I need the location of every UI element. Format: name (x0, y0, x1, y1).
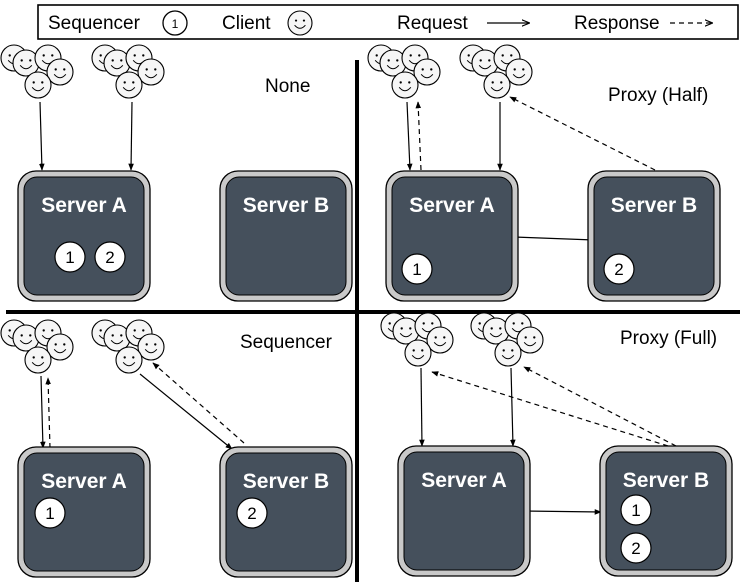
request-arrow (139, 373, 233, 450)
server-label: Server B (243, 194, 329, 217)
legend-response-label: Response (574, 13, 660, 34)
sequencer-token: 1 (620, 494, 652, 526)
smiley-face-icon (392, 317, 420, 345)
legend-client-icon (287, 10, 313, 36)
smiley-face-icon (24, 71, 52, 99)
request-arrow (510, 367, 516, 447)
forward-arrow (522, 509, 602, 515)
smiley-face-icon (103, 324, 131, 352)
smiley-face-icon (287, 10, 313, 36)
legend-sequencer-symbol: 1 (172, 17, 179, 31)
sequencer-token-number: 2 (105, 248, 114, 267)
request-arrow (419, 367, 425, 447)
sequencer-token: 1 (54, 241, 86, 273)
server-label: Server B (623, 469, 709, 492)
server-a: Server A 1 (385, 170, 519, 302)
client-group (91, 319, 165, 374)
panel-title-proxy-full: Proxy (Full) (620, 328, 717, 349)
response-arrow (415, 101, 422, 171)
smiley-face-icon (426, 326, 454, 354)
client-group (367, 44, 441, 99)
smiley-face-icon (505, 58, 533, 86)
smiley-face-icon (413, 58, 441, 86)
client-group (459, 44, 533, 99)
sequencer-token: 2 (236, 497, 268, 529)
server-label: Server B (611, 194, 697, 217)
legend: Sequencer 1 Client Request Response (37, 4, 739, 40)
smiley-face-icon (404, 339, 432, 367)
smiley-face-icon (137, 333, 165, 361)
forward-arrow (513, 236, 595, 243)
server-label: Server A (409, 194, 495, 217)
legend-sequencer-icon (162, 10, 188, 36)
legend-client-label: Client (222, 13, 271, 34)
server-b: Server B 2 (587, 170, 721, 302)
server-a: Server A (397, 445, 531, 577)
sequencer-token-number: 2 (247, 504, 256, 523)
server-label: Server B (243, 470, 329, 493)
request-arrow (128, 101, 134, 171)
server-a: Server A 1 (17, 446, 151, 578)
smiley-face-icon (516, 326, 544, 354)
panel-title-proxy-half: Proxy (Half) (608, 85, 708, 106)
server-label: Server A (421, 469, 507, 492)
sequencer-token-number: 2 (614, 260, 623, 279)
client-group (91, 44, 165, 99)
legend-request-label: Request (397, 13, 468, 34)
smiley-face-icon (494, 339, 522, 367)
smiley-face-icon (391, 71, 419, 99)
request-arrow (39, 101, 45, 171)
sequencer-token-number: 2 (631, 539, 640, 558)
sequencer-token-number: 1 (412, 260, 421, 279)
none-panel-arrows (39, 101, 134, 171)
smiley-face-icon (46, 58, 74, 86)
smiley-face-icon (115, 346, 143, 374)
response-arrow (523, 366, 677, 447)
proxy-half-panel-arrows (406, 96, 656, 243)
response-arrow (152, 362, 245, 444)
request-arrow (406, 101, 413, 171)
panel-title-sequencer: Sequencer (240, 332, 333, 353)
legend-box (37, 4, 739, 40)
legend-sequencer-label: Sequencer (48, 13, 141, 34)
response-arrow (45, 377, 51, 449)
sequencer-token: 1 (34, 497, 66, 529)
sequencer-token-number: 1 (631, 501, 640, 520)
response-arrow (431, 371, 669, 447)
server-label: Server A (41, 470, 127, 493)
sequencer-token: 2 (603, 253, 635, 285)
client-group (470, 312, 544, 367)
smiley-face-icon (137, 58, 165, 86)
client-group (0, 44, 74, 99)
server-a: Server A 1 2 (17, 170, 151, 302)
smiley-face-icon (115, 71, 143, 99)
sequencer-panel-arrows (40, 362, 245, 450)
smiley-face-icon (24, 346, 52, 374)
response-arrow (509, 96, 656, 171)
client-group (0, 319, 74, 374)
smiley-face-icon (46, 333, 74, 361)
server-label: Server A (41, 194, 127, 217)
panel-title-none: None (265, 76, 310, 97)
client-group (380, 312, 454, 367)
sequencer-token-number: 1 (45, 504, 54, 523)
proxy-full-panel-arrows (419, 366, 677, 515)
sequencer-token-number: 1 (65, 248, 74, 267)
server-b: Server B 1 2 (599, 445, 733, 577)
request-arrow (40, 375, 46, 449)
smiley-face-icon (483, 71, 511, 99)
server-b: Server B 2 (219, 446, 353, 578)
sequencer-token: 2 (620, 532, 652, 564)
server-b: Server B (219, 170, 353, 302)
sequencer-token: 2 (94, 241, 126, 273)
smiley-face-icon (379, 49, 407, 77)
smiley-face-icon (482, 317, 510, 345)
sequencer-token: 1 (401, 253, 433, 285)
